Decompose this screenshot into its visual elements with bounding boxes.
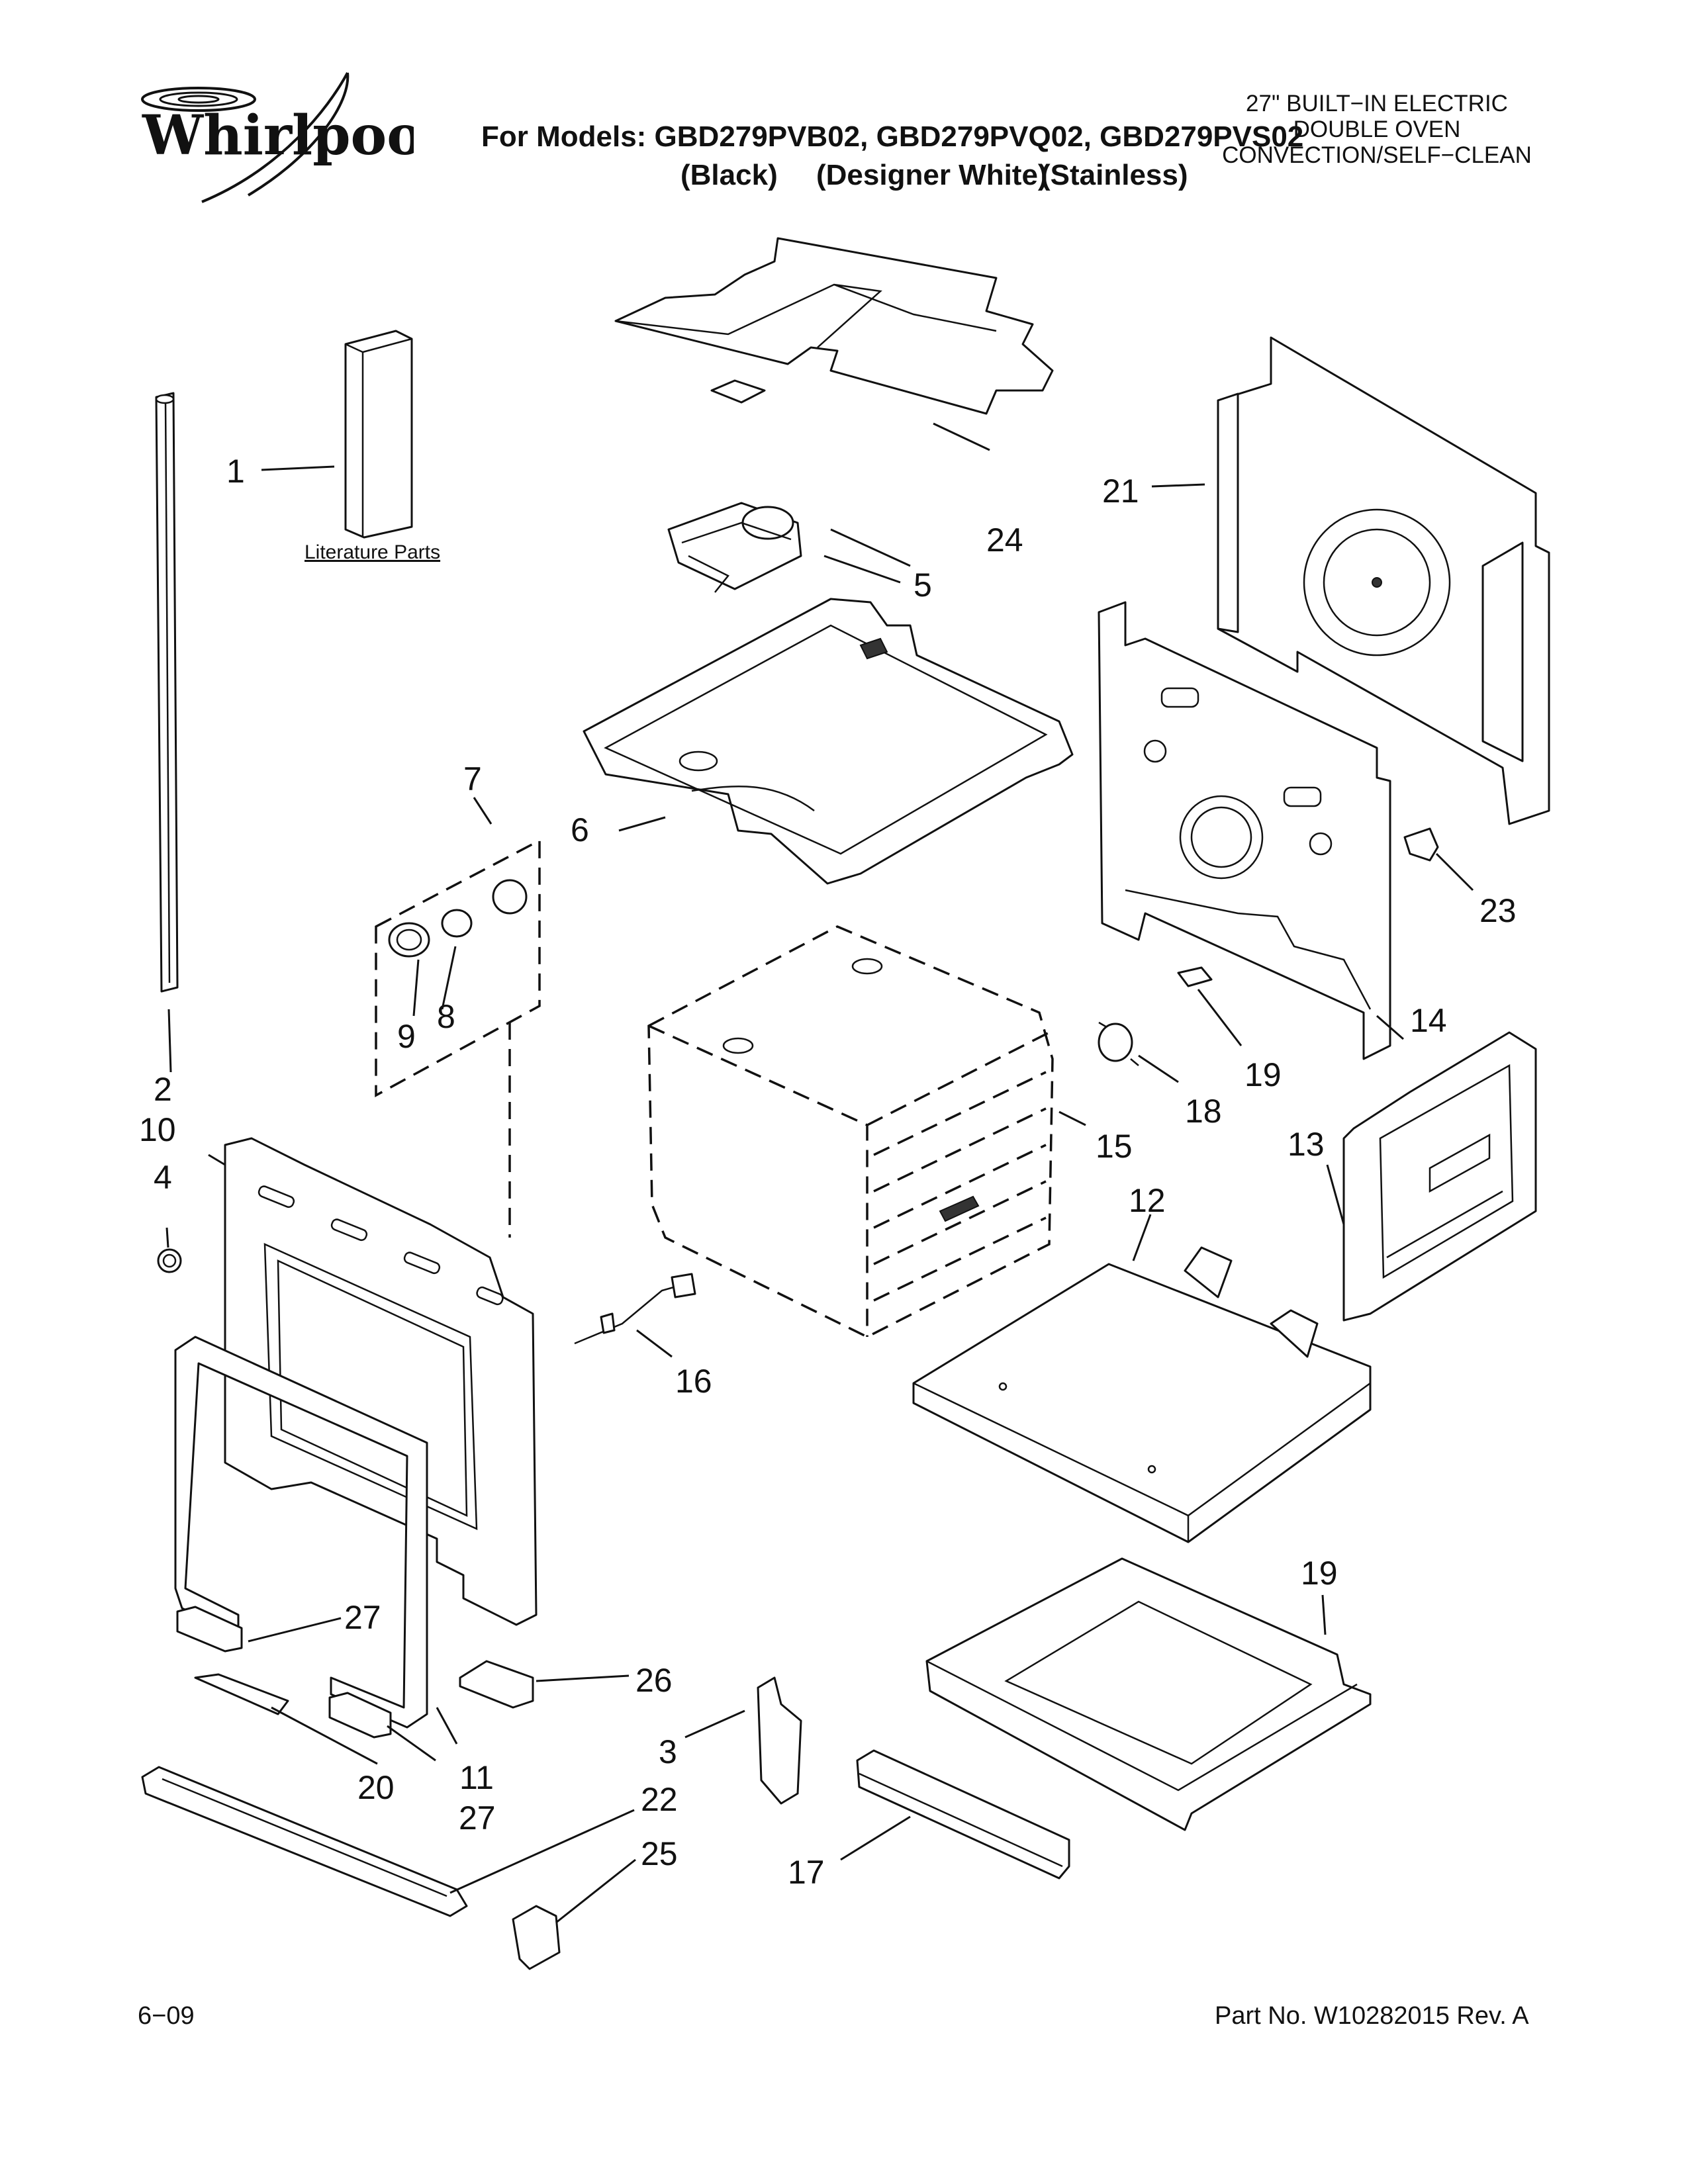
footer-part-number: Part No. W10282015 Rev. A [1215, 2002, 1529, 2030]
part-24-top-panel [614, 237, 1054, 415]
callout-10: 10 [139, 1111, 176, 1148]
part-13-side-panel [1342, 1031, 1537, 1322]
part-17-lower-rail [856, 1749, 1070, 1880]
part-1-literature [344, 330, 413, 539]
product-line-2: DOUBLE OVEN [1293, 116, 1461, 142]
part-25-bracket [512, 1905, 561, 1970]
part-15-oven-cavity [647, 925, 1054, 1338]
callout-19-upper: 19 [1244, 1056, 1282, 1093]
part-16-temp-sensor [574, 1273, 696, 1345]
callout-27-upper: 27 [344, 1599, 381, 1636]
part-10-front-frame [224, 1137, 538, 1626]
callout-5: 5 [914, 567, 932, 604]
part-12-bottom-panel [912, 1246, 1372, 1543]
callout-11: 11 [459, 1759, 494, 1796]
part-7-light-assembly [375, 839, 541, 1238]
part-8-light-bulb [441, 909, 473, 938]
callout-8: 8 [437, 998, 455, 1035]
literature-parts-label: Literature Parts [305, 541, 441, 563]
callout-24: 24 [986, 522, 1023, 559]
callout-4: 4 [154, 1159, 172, 1196]
part-2-trim-strip [155, 392, 179, 993]
part-6-top-tray [583, 598, 1074, 885]
part-7-light-socket [492, 879, 528, 915]
product-line-1: 27" BUILT−IN ELECTRIC [1246, 91, 1508, 116]
callout-16: 16 [675, 1363, 712, 1400]
callout-3: 3 [659, 1733, 677, 1770]
color-label-designer-white: (Designer White) [816, 159, 1048, 191]
part-26-bracket [459, 1660, 534, 1709]
part-4-screw [157, 1248, 182, 1273]
callout-20: 20 [357, 1769, 395, 1806]
callout-17: 17 [788, 1854, 825, 1891]
callout-19-lower: 19 [1301, 1555, 1338, 1592]
part-22-vent-trim [141, 1766, 468, 1917]
product-line-3: CONVECTION/SELF−CLEAN [1222, 142, 1532, 168]
footer-date: 6−09 [138, 2002, 195, 2030]
part-18-thermal-fuse [1098, 1021, 1139, 1066]
part-27-block-lower [328, 1692, 392, 1739]
part-14-rear-wall [1098, 601, 1391, 1060]
part-19-sensor-upper [1177, 966, 1213, 987]
callout-21: 21 [1102, 473, 1139, 510]
product-description: 27" BUILT−IN ELECTRIC DOUBLE OVEN CONVEC… [1205, 91, 1549, 168]
part-23-bracket [1403, 827, 1439, 862]
part-9-light-lens [388, 922, 430, 958]
callout-18: 18 [1185, 1093, 1222, 1130]
callout-13: 13 [1288, 1126, 1325, 1163]
part-19-bottom-liner [925, 1557, 1372, 1831]
callout-2: 2 [154, 1071, 172, 1108]
part-27-block-upper [176, 1606, 243, 1653]
part-5-control-module [667, 502, 802, 593]
callout-7: 7 [463, 760, 482, 797]
callout-23: 23 [1479, 892, 1517, 929]
callout-1: 1 [226, 453, 245, 490]
callout-12: 12 [1129, 1182, 1166, 1219]
part-3-bracket [757, 1676, 802, 1805]
callout-15: 15 [1096, 1128, 1133, 1165]
part-20-pad [194, 1673, 289, 1715]
callout-22: 22 [641, 1781, 678, 1818]
brand-wordmark: Whirlpool [142, 104, 414, 167]
leader-lines [165, 422, 1474, 1924]
whirlpool-logo: Whirlpool [129, 63, 444, 215]
callout-14: 14 [1410, 1002, 1447, 1039]
color-label-black: (Black) [680, 159, 778, 191]
models-heading: For Models: GBD279PVB02, GBD279PVQ02, GB… [481, 120, 1304, 153]
callout-6: 6 [571, 811, 589, 848]
color-label-stainless: (Stainless) [1041, 159, 1188, 191]
callout-25: 25 [641, 1835, 678, 1872]
callout-9: 9 [397, 1018, 416, 1055]
part-21-back-panel [1217, 336, 1550, 825]
callout-26: 26 [635, 1662, 673, 1699]
callout-27-lower: 27 [459, 1799, 496, 1837]
